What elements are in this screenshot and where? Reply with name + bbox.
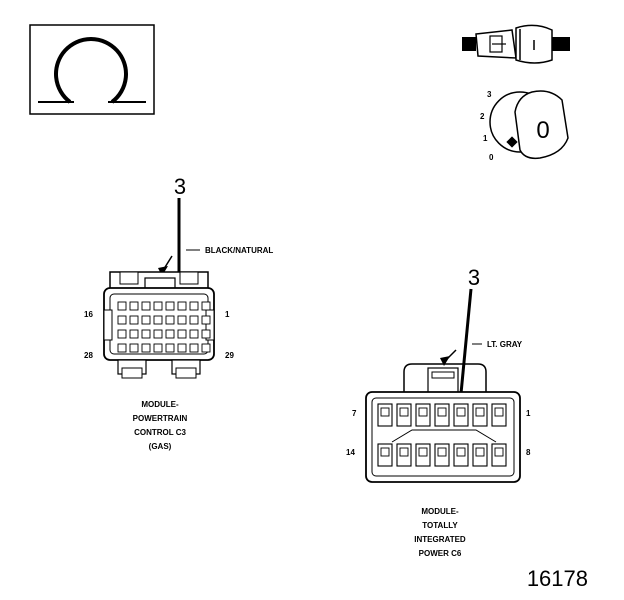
ohmmeter-symbol-frame <box>29 24 155 115</box>
pcm-pin-cavity <box>165 329 175 339</box>
tipm-pin-terminal <box>494 447 504 457</box>
pcm-pin-cavity <box>129 329 139 339</box>
pcm-pin-cavity <box>129 301 139 311</box>
tipm-pin-terminal <box>494 407 504 417</box>
ignition-key-icon: 0 3 2 1 0 <box>480 90 569 162</box>
pcm-pin-cavity <box>141 343 151 353</box>
tipm-pin-cavity <box>491 403 507 427</box>
pcm-pin-cavity <box>177 343 187 353</box>
pcm-callout-number: 3 <box>174 174 186 199</box>
tipm-pin-label-bottom-right: 8 <box>526 448 531 457</box>
tipm-pin-cavity <box>377 443 393 467</box>
pcm-caption-line-3: CONTROL C3 <box>134 428 186 437</box>
key-position-2: 2 <box>480 112 485 121</box>
tipm-pin-terminal <box>418 447 428 457</box>
pcm-pin-cavity <box>189 301 199 311</box>
pcm-pin-cavity <box>153 329 163 339</box>
tipm-pin-cavity <box>396 443 412 467</box>
pcm-pin-grid <box>117 301 211 353</box>
tipm-pin-terminal <box>475 407 485 417</box>
pcm-caption-line-2: POWERTRAIN <box>133 414 188 423</box>
tipm-callout-number: 3 <box>468 265 480 290</box>
tipm-pin-terminal <box>456 447 466 457</box>
pcm-color-label: BLACK/NATURAL <box>205 246 273 255</box>
tipm-caption-line-3: INTEGRATED <box>414 535 466 544</box>
pcm-pin-cavity <box>189 329 199 339</box>
pcm-pin-cavity <box>165 301 175 311</box>
tipm-pin-terminal <box>380 447 390 457</box>
tipm-caption-line-1: MODULE- <box>421 507 459 516</box>
tipm-pin-label-top-right: 1 <box>526 409 531 418</box>
tipm-pin-grid <box>377 403 507 467</box>
pcm-pin-cavity <box>201 329 211 339</box>
tipm-pin-terminal <box>456 407 466 417</box>
tipm-pin-label-bottom-left: 14 <box>346 448 355 457</box>
tipm-caption-line-2: TOTALLY <box>422 521 458 530</box>
pcm-pin-label-top-left: 16 <box>84 310 93 319</box>
pcm-pin-cavity <box>117 301 127 311</box>
tipm-callout-arrow <box>458 288 473 405</box>
tipm-pin-terminal <box>380 407 390 417</box>
pcm-caption-line-4: (GAS) <box>149 442 172 451</box>
tipm-pin-cavity <box>415 403 431 427</box>
pcm-pin-cavity <box>153 315 163 325</box>
figure-number: 16178 <box>527 566 588 591</box>
pcm-pin-cavity <box>189 343 199 353</box>
connector-tipm-c6: 3 LT. GRAY 7 1 14 8 MODULE- TOTALLY INTE… <box>346 265 531 558</box>
pcm-pin-cavity <box>141 301 151 311</box>
pcm-pin-cavity <box>177 315 187 325</box>
pcm-pin-cavity <box>141 329 151 339</box>
fuse-icon <box>462 24 570 64</box>
tipm-pin-cavity <box>472 443 488 467</box>
pcm-pin-cavity <box>129 315 139 325</box>
pcm-pin-cavity <box>201 301 211 311</box>
key-letter: 0 <box>536 117 549 144</box>
pcm-pin-cavity <box>165 343 175 353</box>
tipm-color-label: LT. GRAY <box>487 340 523 349</box>
pcm-pin-cavity <box>189 315 199 325</box>
pcm-pin-label-bottom-right: 29 <box>225 351 234 360</box>
pcm-pin-cavity <box>153 343 163 353</box>
tipm-pin-cavity <box>415 443 431 467</box>
key-position-0: 0 <box>489 153 494 162</box>
tipm-pin-terminal <box>399 447 409 457</box>
key-position-1: 1 <box>483 134 488 143</box>
tipm-pin-cavity <box>434 403 450 427</box>
tipm-pin-terminal <box>437 407 447 417</box>
tipm-pin-cavity <box>434 443 450 467</box>
pcm-pin-cavity <box>117 343 127 353</box>
tipm-pin-cavity <box>472 403 488 427</box>
pcm-pin-label-top-right: 1 <box>225 310 230 319</box>
tipm-pin-cavity <box>453 443 469 467</box>
tipm-pin-label-top-left: 7 <box>352 409 357 418</box>
pcm-pin-cavity <box>177 329 187 339</box>
pcm-pin-cavity <box>201 315 211 325</box>
tipm-pin-cavity <box>396 403 412 427</box>
pcm-pin-cavity <box>201 343 211 353</box>
tipm-pin-cavity <box>491 443 507 467</box>
tipm-pin-terminal <box>475 447 485 457</box>
connector-pcm-c3: 3 BLACK/NATURAL 16 1 28 29 MODULE- POWER… <box>84 174 273 451</box>
key-position-3: 3 <box>487 90 492 99</box>
pcm-pin-cavity <box>165 315 175 325</box>
tipm-pin-terminal <box>437 447 447 457</box>
pcm-caption-line-1: MODULE- <box>141 400 179 409</box>
tipm-pin-cavity <box>453 403 469 427</box>
pcm-pin-cavity <box>141 315 151 325</box>
pcm-pin-cavity <box>177 301 187 311</box>
tipm-pin-cavity <box>377 403 393 427</box>
tipm-caption-line-4: POWER C6 <box>419 549 462 558</box>
pcm-pin-cavity <box>117 315 127 325</box>
ohmmeter-symbol <box>29 24 155 115</box>
pcm-pin-label-bottom-left: 28 <box>84 351 93 360</box>
pcm-pin-cavity <box>117 329 127 339</box>
pcm-pin-cavity <box>129 343 139 353</box>
pcm-pin-cavity <box>153 301 163 311</box>
tipm-pin-terminal <box>418 407 428 417</box>
tipm-pin-terminal <box>399 407 409 417</box>
omega-icon <box>54 37 128 104</box>
